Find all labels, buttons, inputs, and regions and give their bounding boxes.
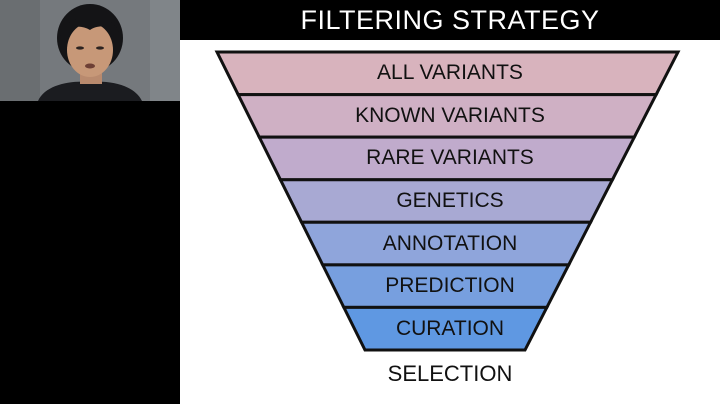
presenter-webcam-video: [0, 0, 180, 101]
funnel-layer: [299, 220, 594, 267]
funnel-layer: [214, 50, 681, 97]
slide-title: FILTERING STRATEGY: [180, 0, 720, 40]
presenter-image: [0, 0, 180, 101]
funnel-layer: [341, 305, 550, 352]
funnel-layer: [256, 135, 637, 182]
funnel-layer: [235, 93, 659, 139]
funnel-layer: [320, 263, 572, 309]
filtering-funnel: [214, 50, 681, 352]
left-black-panel: [0, 101, 180, 404]
funnel-layer: [278, 178, 615, 224]
selection-label: SELECTION: [387, 361, 513, 386]
